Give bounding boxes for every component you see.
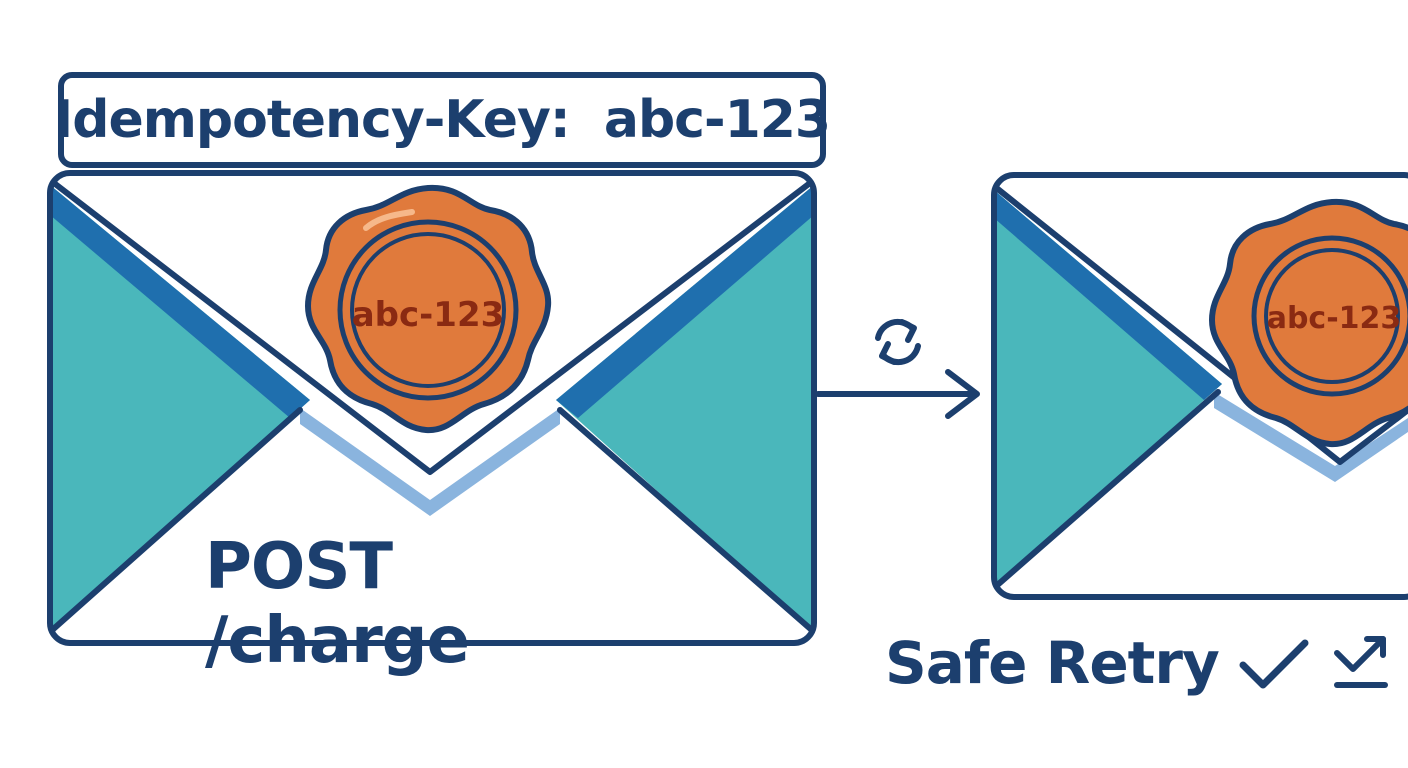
result-label: Safe Retry	[885, 629, 1220, 697]
result-row: Safe Retry	[885, 628, 1393, 698]
arrow-to-tray-icon	[1333, 636, 1388, 688]
header-text: Idempotency-Key: abc-123	[53, 90, 831, 150]
arrow-right-icon	[815, 369, 980, 419]
request-seal-key: abc-123	[352, 295, 505, 335]
retry-left-flap	[994, 190, 1222, 588]
request-method-path: POST /charge	[205, 530, 470, 678]
wax-seal: abc-123	[304, 184, 552, 434]
right-flap	[556, 185, 814, 632]
retry-envelope: abc-123	[991, 172, 1408, 600]
retry-seal-key: abc-123	[1267, 301, 1402, 336]
refresh-icon	[875, 318, 921, 366]
left-flap	[50, 185, 310, 632]
checkmark-icon	[1239, 639, 1309, 689]
idempotency-key-label: Idempotency-Key: abc-123	[54, 72, 831, 168]
request-envelope: abc-123	[47, 170, 817, 646]
retry-wax-seal: abc-123	[1208, 198, 1408, 448]
